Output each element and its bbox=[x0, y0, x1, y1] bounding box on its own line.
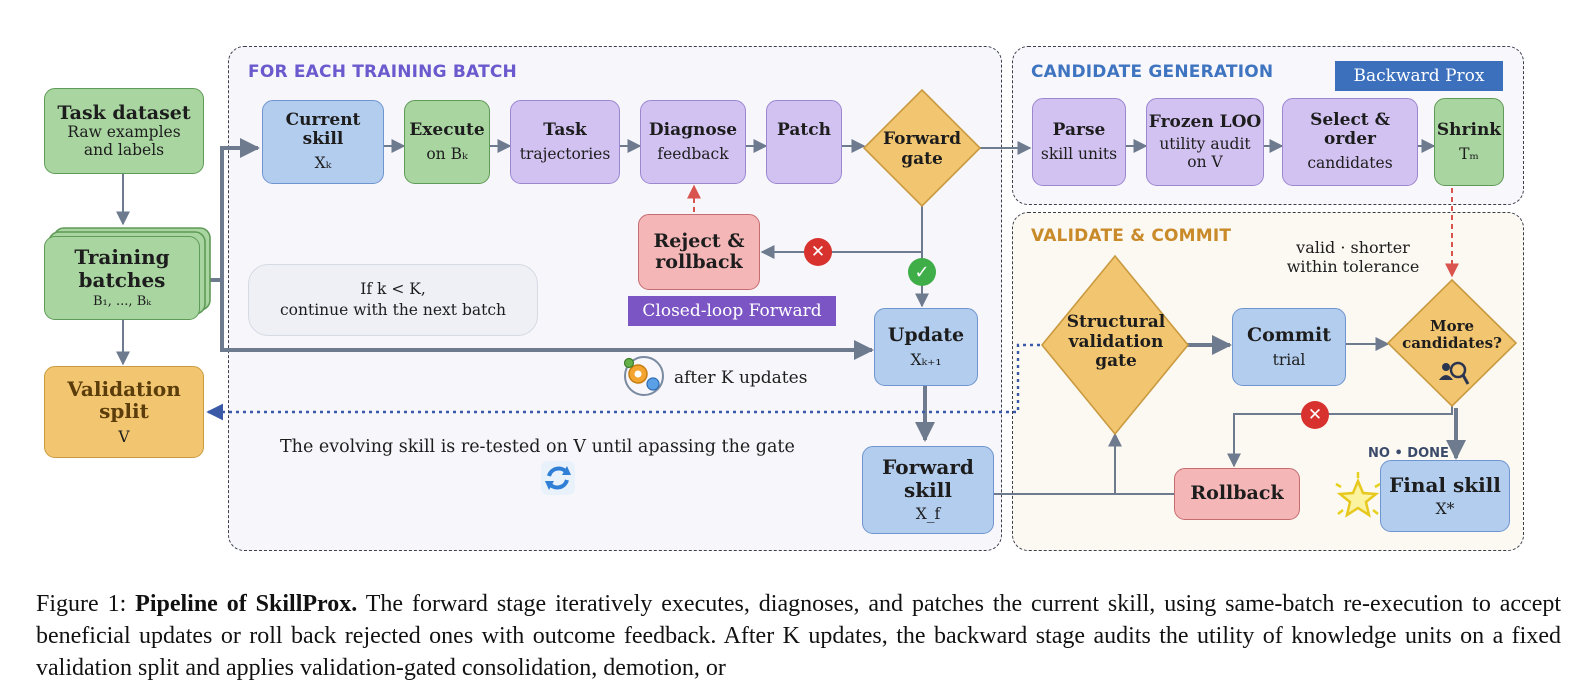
update-title: Update bbox=[887, 323, 965, 346]
retest-note: The evolving skill is re-tested on V unt… bbox=[280, 437, 795, 457]
task-title: Task bbox=[543, 119, 587, 140]
current-skill-sub: Xₖ bbox=[314, 154, 332, 173]
frozen-loo-sub2: on V bbox=[1187, 152, 1223, 171]
no-done-label: NO • DONE bbox=[1368, 446, 1449, 461]
after-k-label: after K updates bbox=[674, 368, 808, 388]
execute-node: Execute on Bₖ bbox=[404, 100, 490, 184]
gears-icon bbox=[623, 356, 664, 396]
commit-sub: trial bbox=[1272, 350, 1306, 369]
frozen-loo-title: Frozen LOO bbox=[1148, 112, 1262, 133]
shrink-sub: Tₘ bbox=[1459, 144, 1479, 163]
select-order-title: Select & order bbox=[1310, 110, 1390, 150]
check-icon: ✓ bbox=[908, 258, 936, 286]
valid-line1: valid · shorter bbox=[1296, 238, 1410, 257]
execute-sub: on Bₖ bbox=[426, 144, 468, 163]
backward-prox-label: Backward Prox bbox=[1335, 61, 1503, 91]
current-skill-node: Current skill Xₖ bbox=[262, 100, 384, 184]
patch-node: Patch bbox=[766, 100, 842, 184]
reject-line2: rollback bbox=[655, 251, 743, 273]
final-skill-title: Final skill bbox=[1389, 472, 1501, 497]
current-skill-title: Current skill bbox=[285, 110, 361, 150]
final-skill-node: Final skill X* bbox=[1380, 460, 1510, 532]
closed-loop-label: Closed-loop Forward bbox=[628, 296, 836, 326]
task-dataset-line2: and labels bbox=[83, 140, 165, 159]
parse-sub: skill units bbox=[1040, 144, 1118, 163]
shrink-node: Shrink Tₘ bbox=[1434, 98, 1504, 186]
task-node: Task trajectories bbox=[510, 100, 620, 184]
update-node: Update Xₖ₊₁ bbox=[874, 308, 978, 386]
training-batches-title1: Training bbox=[74, 245, 170, 270]
reject-line1: Reject & bbox=[653, 229, 745, 252]
rollback-title: Rollback bbox=[1190, 482, 1284, 505]
parse-node: Parse skill units bbox=[1032, 98, 1126, 186]
frozen-loo-node: Frozen LOO utility audit on V bbox=[1146, 98, 1264, 186]
forward-gate-line1: Forward bbox=[883, 129, 961, 149]
validation-split-title1: Validation bbox=[67, 376, 181, 401]
more-candidates-line1: More bbox=[1429, 317, 1475, 335]
if-k-note: If k < K, continue with the next batch bbox=[248, 264, 538, 336]
magnifier-people-icon bbox=[1439, 361, 1470, 385]
forward-gate-diamond bbox=[862, 88, 982, 208]
parse-title: Parse bbox=[1052, 119, 1106, 140]
forward-skill-title2: skill bbox=[904, 477, 952, 502]
refresh-icon bbox=[541, 461, 575, 495]
star-icon bbox=[1335, 472, 1381, 518]
forward-gate-line2: gate bbox=[901, 148, 943, 169]
caption-bold: Pipeline of SkillProx. bbox=[135, 591, 358, 617]
cross-icon-validate: ✕ bbox=[1301, 401, 1329, 429]
structural-gate-line2: validation gate bbox=[1068, 331, 1164, 372]
forward-skill-sub: X_f bbox=[915, 505, 941, 524]
update-sub: Xₖ₊₁ bbox=[910, 350, 942, 369]
if-k-line1: If k < K, bbox=[360, 279, 426, 298]
training-batches-sub: B₁, ..., Bₖ bbox=[93, 294, 151, 310]
validation-split-sub: V bbox=[118, 427, 130, 446]
valid-note: valid · shorter within tolerance bbox=[1278, 238, 1428, 276]
reject-rollback-node: Reject & rollback bbox=[638, 214, 760, 290]
training-batches-node: Training batches B₁, ..., Bₖ bbox=[44, 236, 200, 320]
validation-split-title2: split bbox=[99, 399, 149, 424]
validation-split-node: Validation split V bbox=[44, 366, 204, 458]
select-order-sub: candidates bbox=[1307, 154, 1393, 173]
forward-skill-title1: Forward bbox=[882, 455, 974, 480]
forward-skill-node: Forward skill X_f bbox=[862, 446, 994, 534]
pipeline-figure: FOR EACH TRAINING BATCH CANDIDATE GENERA… bbox=[44, 46, 1524, 551]
forward-gate-label: Forward gate bbox=[874, 129, 970, 169]
forward-panel-title: FOR EACH TRAINING BATCH bbox=[248, 62, 517, 82]
final-skill-sub: X* bbox=[1435, 500, 1455, 519]
task-dataset-title: Task dataset bbox=[57, 102, 191, 124]
shrink-title: Shrink bbox=[1436, 119, 1502, 140]
more-candidates-label: More candidates? bbox=[1394, 317, 1510, 353]
more-candidates-line2: candidates? bbox=[1402, 334, 1502, 353]
frozen-loo-sub1: utility audit bbox=[1159, 135, 1251, 154]
figure-caption: Figure 1: Pipeline of SkillProx. The for… bbox=[36, 588, 1561, 684]
more-candidates-diamond bbox=[1386, 278, 1518, 408]
commit-title: Commit bbox=[1247, 323, 1331, 346]
patch-title: Patch bbox=[777, 120, 831, 140]
cross-icon: ✕ bbox=[804, 238, 832, 266]
diagnose-title: Diagnose bbox=[648, 119, 738, 140]
structural-gate-label: Structural validation gate bbox=[1046, 312, 1186, 372]
candidate-panel-title: CANDIDATE GENERATION bbox=[1031, 62, 1274, 82]
commit-node: Commit trial bbox=[1232, 308, 1346, 386]
diagnose-node: Diagnose feedback bbox=[640, 100, 746, 184]
rollback-node: Rollback bbox=[1174, 468, 1300, 520]
structural-gate-diamond bbox=[1040, 254, 1190, 436]
diagnose-sub: feedback bbox=[657, 144, 729, 163]
select-order-node: Select & order candidates bbox=[1282, 98, 1418, 186]
caption-prefix: Figure 1: bbox=[36, 591, 136, 617]
if-k-line2: continue with the next batch bbox=[279, 301, 507, 319]
task-sub: trajectories bbox=[519, 144, 611, 163]
task-dataset-node: Task dataset Raw examples and labels bbox=[44, 88, 204, 174]
execute-title: Execute bbox=[409, 119, 485, 140]
validate-panel-title: VALIDATE & COMMIT bbox=[1031, 226, 1232, 246]
structural-gate-line1: Structural bbox=[1066, 312, 1166, 332]
task-dataset-line1: Raw examples bbox=[67, 123, 181, 142]
valid-line2: within tolerance bbox=[1286, 257, 1420, 277]
training-batches-title2: batches bbox=[78, 267, 166, 292]
